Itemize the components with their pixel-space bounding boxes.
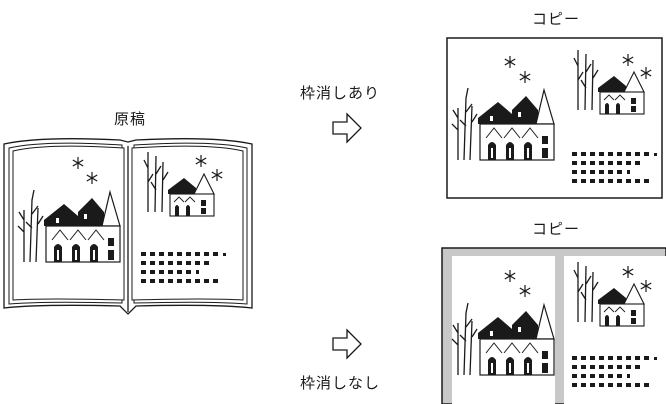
hollow-right-arrow-icon — [332, 113, 362, 143]
without-erase-label: 枠消しなし — [300, 374, 381, 392]
hollow-right-arrow-icon — [332, 329, 362, 359]
copy-bottom-label: コピー — [532, 220, 581, 238]
with-erase-label: 枠消しあり — [300, 84, 381, 102]
original-label: 原稿 — [114, 110, 147, 128]
copy-without-erase — [441, 247, 666, 404]
original-book — [3, 138, 253, 315]
copy-with-erase — [446, 37, 663, 199]
copy-top-label: コピー — [532, 10, 581, 28]
